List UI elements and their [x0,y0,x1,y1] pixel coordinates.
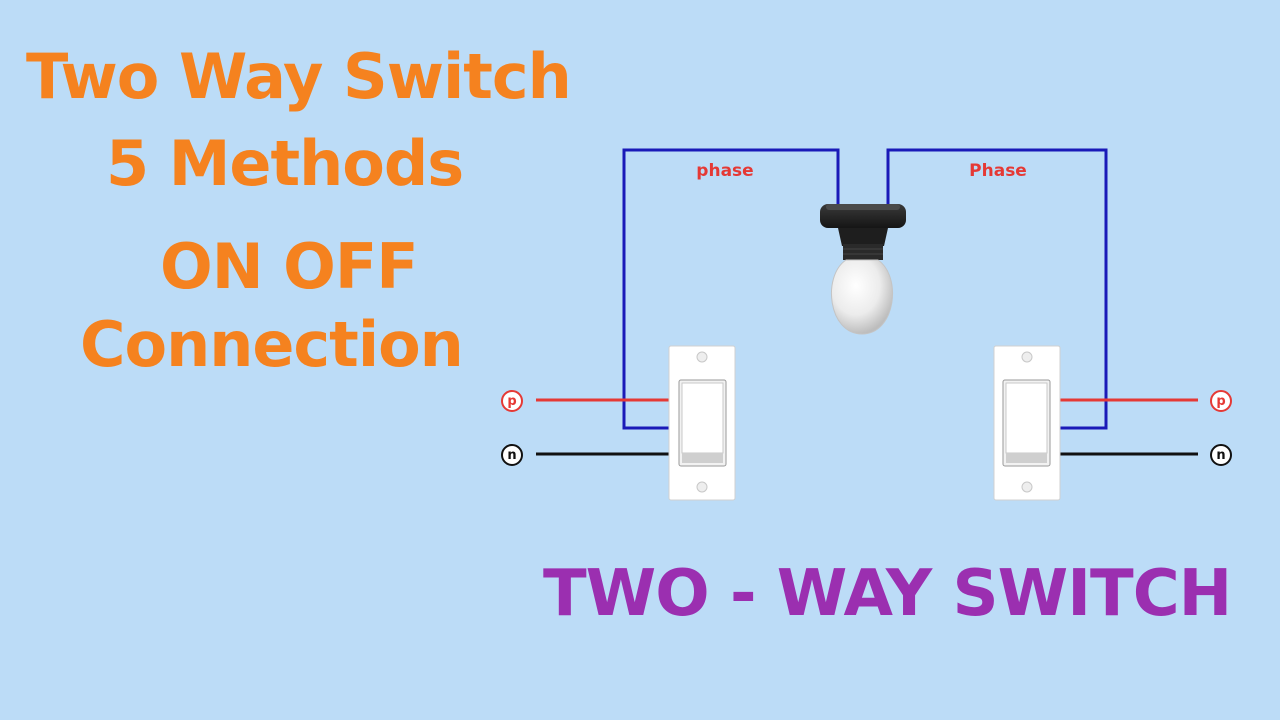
title-line-2: 5 Methods [106,127,464,200]
bulb-icon [820,204,906,335]
title-line-3: ON OFF [160,230,419,303]
left-loop-wire [622,148,840,430]
right-phase-label: Phase [969,161,1027,181]
right-phase-terminal-label: p [1216,394,1225,409]
diagram-caption: TWO - WAY SWITCH [543,557,1232,631]
left-phase-terminal-label: p [507,394,516,409]
left-neutral-terminal-label: n [507,448,516,463]
title-line-1: Two Way Switch [26,40,572,113]
left-neutral-terminal: n [501,444,523,466]
right-switch [993,345,1061,501]
left-switch [668,345,736,501]
left-phase-terminal: p [501,390,523,412]
right-neutral-terminal: n [1210,444,1232,466]
title-line-4: Connection [80,308,464,381]
right-neutral-terminal-label: n [1216,448,1225,463]
right-phase-terminal: p [1210,390,1232,412]
left-phase-label: phase [696,161,753,181]
right-loop-wire [886,148,1108,430]
